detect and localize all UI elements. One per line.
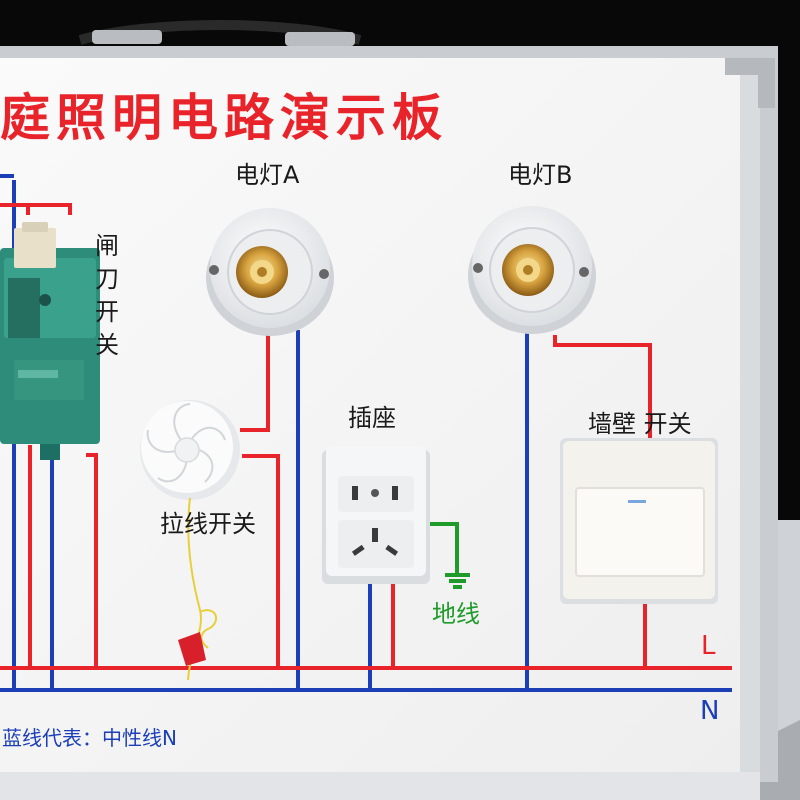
ground-label: 地线 — [432, 600, 480, 628]
wall-switch[interactable] — [560, 438, 718, 604]
pull-switch-label: 拉线开关 — [160, 510, 256, 538]
knife-switch[interactable] — [0, 222, 100, 460]
neutral-wires — [0, 174, 732, 692]
socket-label: 插座 — [348, 404, 396, 432]
board-handle — [78, 20, 362, 46]
knife-switch-label: 闸刀开关 — [95, 232, 119, 359]
live-line-label: L — [701, 631, 716, 661]
ground-wire — [428, 522, 470, 589]
lamp-holder-a[interactable] — [206, 208, 334, 336]
neutral-line-label: N — [700, 696, 720, 726]
lamp-a-label: 电灯A — [235, 161, 300, 189]
lamp-holder-b[interactable] — [468, 206, 596, 334]
live-wires — [0, 203, 732, 670]
board-title: 庭照明电路演示板 — [0, 89, 448, 147]
wall-switch-label: 墙壁 开关 — [588, 410, 692, 438]
wall-socket[interactable] — [322, 446, 430, 584]
board-surface — [0, 58, 760, 772]
lamp-b-label: 电灯B — [508, 161, 573, 189]
pull-cord-switch[interactable] — [140, 400, 240, 681]
legend-text: 蓝线代表：中性线N — [2, 726, 177, 750]
